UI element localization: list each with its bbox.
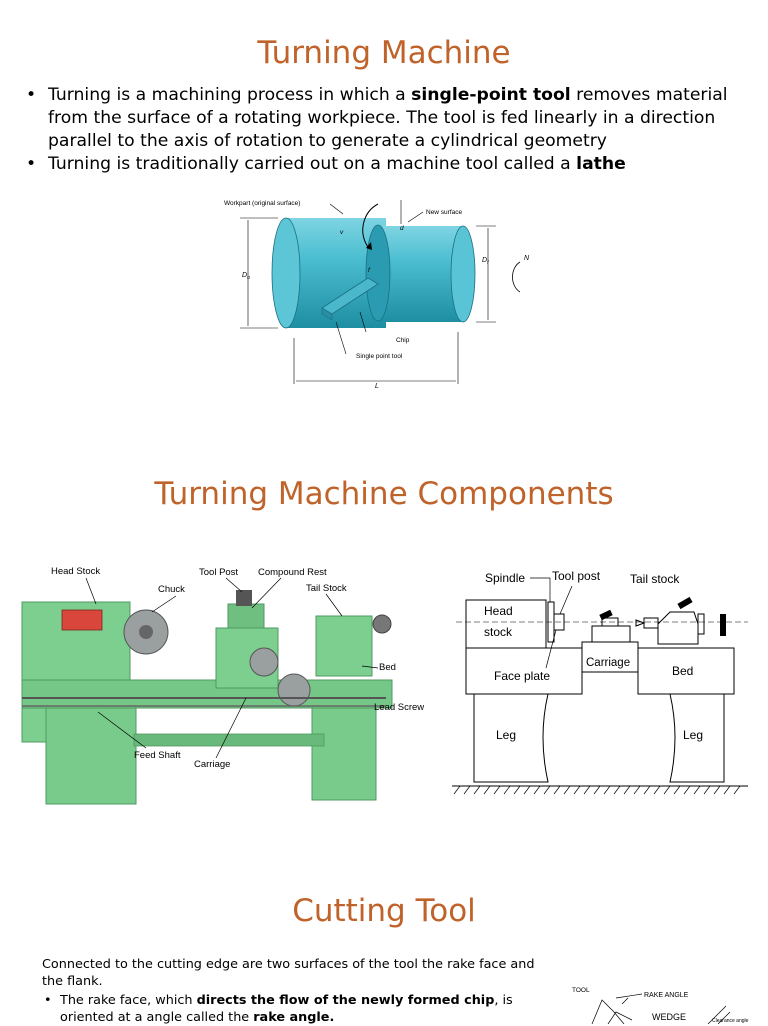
label-new-surface: New surface [426, 209, 463, 216]
bullet-item: The rake face, which directs the flow of… [42, 992, 542, 1026]
label-wedge: WEDGE [652, 1012, 686, 1022]
label-v: v [340, 229, 344, 236]
schematic-label-tool-post: Tool post [552, 569, 601, 583]
lathe-left-leg [45, 707, 137, 805]
label-n: N [524, 255, 530, 262]
cutting-tool-diagram: TOOL RAKE ANGLE WEDGE Clearance angle [568, 982, 764, 1024]
schematic-label-leg-right: Leg [683, 728, 703, 742]
turning-process-diagram: Workpart (original surface) New surface … [218, 192, 558, 397]
schematic-label-face-plate: Face plate [494, 669, 550, 683]
label-l: L [375, 383, 379, 390]
lathe-tailstock [315, 615, 373, 677]
label-tool: TOOL [572, 987, 590, 994]
page-title-components: Turning Machine Components [154, 476, 614, 512]
label-clearance-angle: Clearance angle [712, 1018, 749, 1024]
lathe-nameplate [61, 609, 103, 631]
label-feed-shaft: Feed Shaft [134, 750, 181, 761]
lathe-tool-post [236, 590, 252, 606]
schematic-bed-right [637, 647, 735, 695]
schematic-label-spindle: Spindle [485, 571, 525, 585]
label-head-stock: Head Stock [51, 566, 100, 577]
label-carriage: Carriage [194, 759, 230, 770]
lathe-schematic-figure: Spindle Tool post Tail stock Head stock … [452, 562, 752, 802]
label-d: d [400, 225, 404, 232]
lathe-right-leg [311, 707, 377, 801]
bullet-item: Turning is a machining process in which … [22, 84, 762, 153]
schematic-label-carriage: Carriage [586, 657, 630, 669]
label-compound-rest: Compound Rest [258, 567, 327, 578]
schematic-label-bed: Bed [672, 664, 693, 678]
cutting-tool-text: Connected to the cutting edge are two su… [42, 956, 542, 1026]
lathe-bed [21, 679, 393, 709]
lathe-handwheel [249, 647, 279, 677]
label-rake-angle: RAKE ANGLE [644, 992, 689, 999]
schematic-right-leg [669, 693, 725, 783]
label-single-point-tool: Single point tool [356, 353, 403, 360]
lathe-photo-figure: Head Stock Chuck Tool Post Compound Rest… [16, 562, 436, 812]
schematic-label-leg-left: Leg [496, 728, 516, 742]
schematic-label-tail-stock: Tail stock [630, 572, 680, 586]
bullet-item: Turning is traditionally carried out on … [22, 153, 762, 176]
label-chip: Chip [396, 337, 410, 344]
schematic-label-head: Head [484, 604, 513, 618]
label-chuck: Chuck [158, 584, 185, 595]
label-tail-stock: Tail Stock [306, 583, 347, 594]
label-d0: Do [242, 272, 250, 281]
label-df: Df [482, 257, 489, 266]
schematic-label-stock: stock [484, 625, 513, 639]
turning-bullet-list: Turning is a machining process in which … [22, 84, 762, 176]
workpiece-small-cylinder [378, 226, 463, 322]
label-workpart: Workpart (original surface) [224, 200, 300, 207]
page-title-cutting-tool: Cutting Tool [292, 893, 476, 929]
cutting-tool-paragraph: Connected to the cutting edge are two su… [42, 957, 535, 989]
label-bed: Bed [379, 662, 396, 673]
page-title-turning-machine: Turning Machine [257, 35, 511, 71]
schematic-left-leg [473, 693, 549, 783]
label-lead-screw: Lead Screw [374, 702, 424, 713]
cutting-tool-bullets: The rake face, which directs the flow of… [42, 992, 542, 1026]
lathe-compound-rest [227, 603, 265, 629]
label-tool-post: Tool Post [199, 567, 238, 578]
label-f: f [368, 267, 371, 274]
